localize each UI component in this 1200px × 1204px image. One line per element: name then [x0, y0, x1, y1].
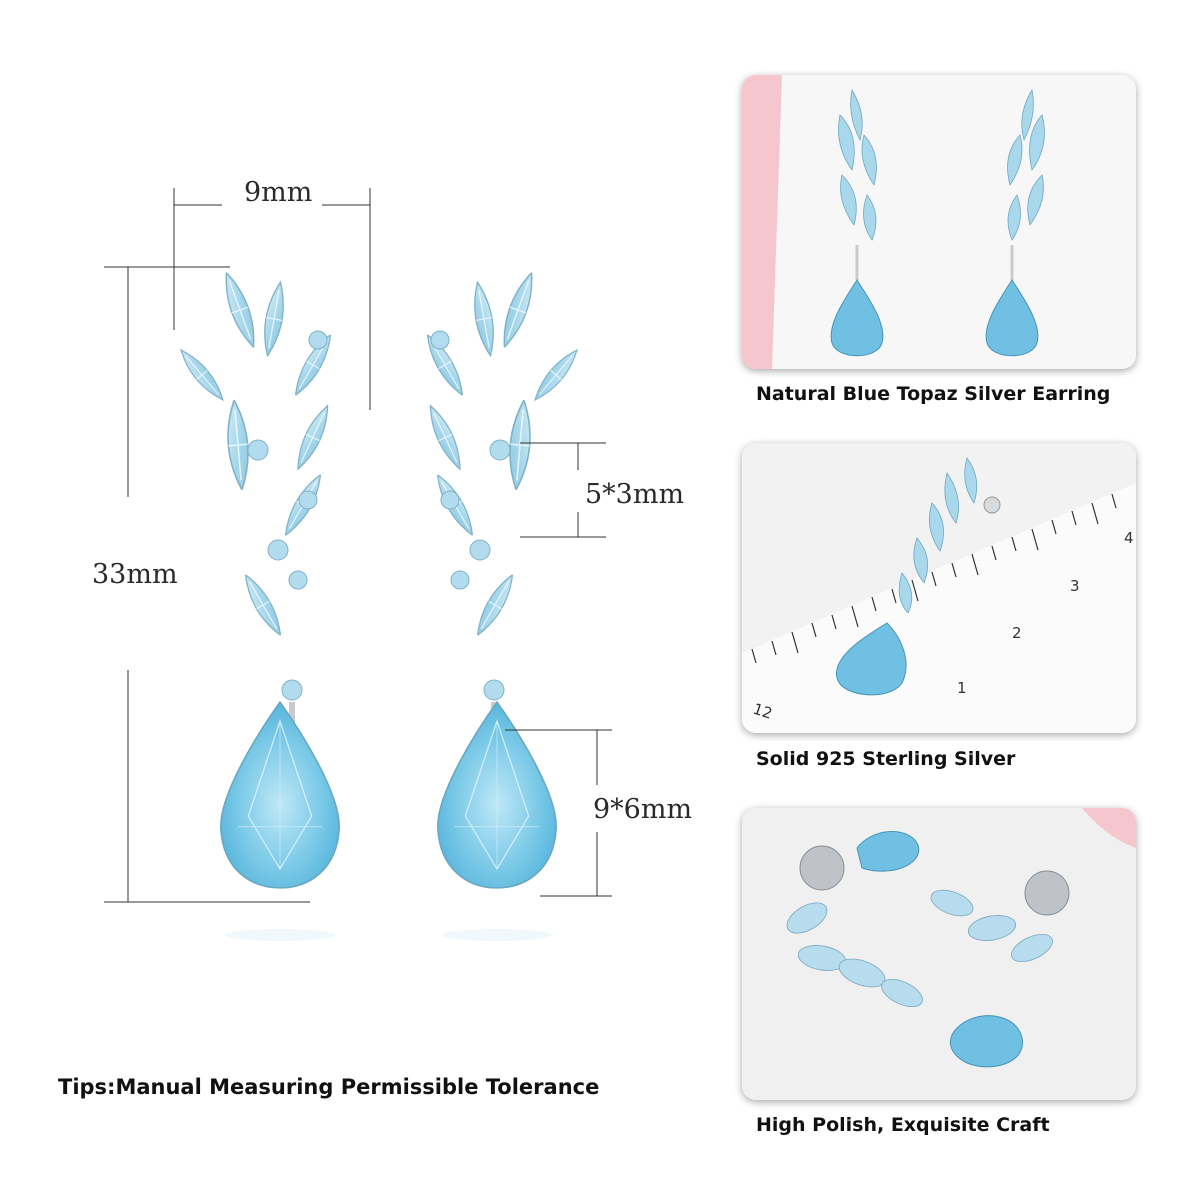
main-earring-figure: 9mm 33mm 5*3mm 9*6mm — [92, 177, 693, 941]
marquise-dimension-label: 5*3mm — [585, 479, 685, 510]
earring-pair-illustration — [104, 188, 612, 941]
tips-text: Tips:Manual Measuring Permissible Tolera… — [58, 1075, 600, 1099]
height-dimension-label: 33mm — [92, 559, 178, 590]
caption-natural-blue-topaz: Natural Blue Topaz Silver Earring — [756, 383, 1111, 405]
ruler-label-2: 2 — [1012, 624, 1022, 642]
panel-earrings-lying-flat — [742, 808, 1136, 1100]
ruler-label-12: 12 — [751, 700, 775, 723]
ruler-label-3: 3 — [1070, 577, 1080, 595]
panel-earrings-pink — [742, 75, 1136, 369]
ruler-label-1: 1 — [957, 679, 967, 697]
caption-high-polish: High Polish, Exquisite Craft — [756, 1114, 1050, 1136]
photo-earring-on-ruler: 12 1 2 3 4 — [742, 443, 1136, 733]
dimension-lines — [104, 188, 612, 903]
caption-sterling-silver: Solid 925 Sterling Silver — [756, 748, 1016, 770]
width-dimension-label: 9mm — [244, 177, 313, 208]
right-earring — [420, 269, 583, 725]
pear-dimension-label: 9*6mm — [593, 794, 693, 825]
ruler-label-4: 4 — [1124, 529, 1134, 547]
photo-earrings-on-pink — [742, 75, 1136, 369]
left-earring — [175, 269, 338, 725]
panel-earring-on-ruler: 12 1 2 3 4 — [742, 443, 1136, 733]
left-pear-drop — [219, 701, 341, 889]
photo-earrings-lying-flat — [742, 808, 1136, 1100]
